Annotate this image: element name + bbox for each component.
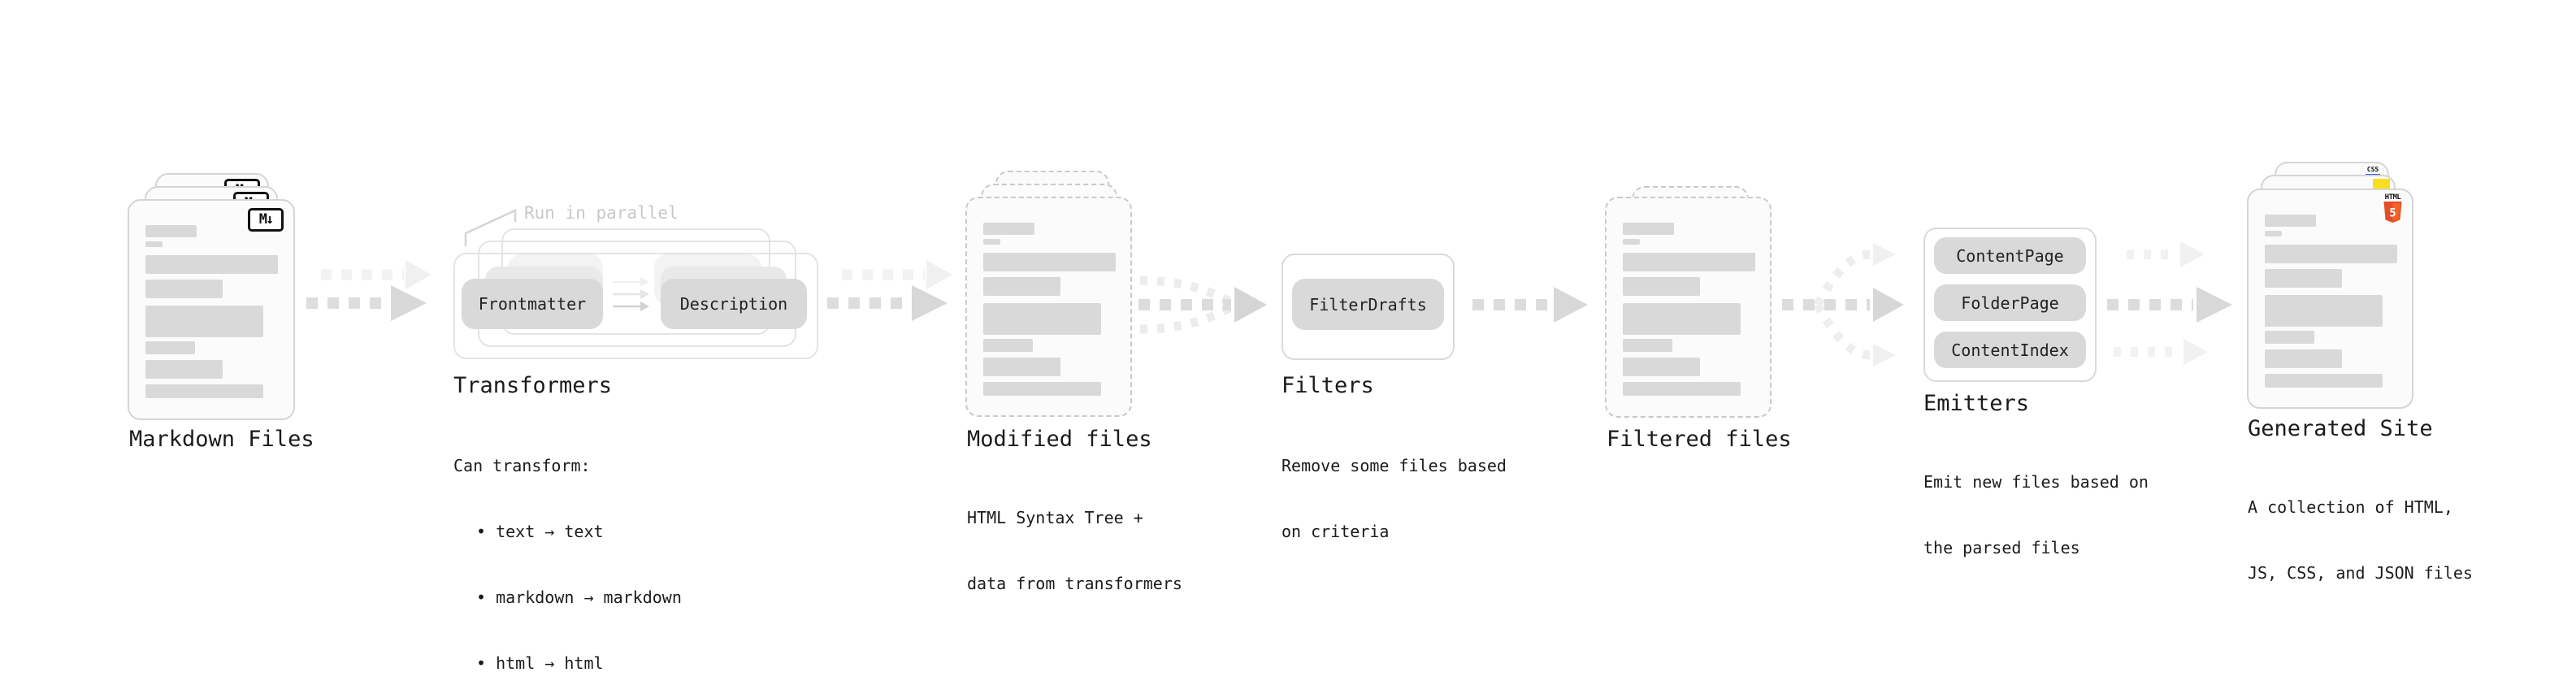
- can-transform-title: Can transform:: [453, 456, 591, 475]
- modified-file-card-front: [965, 197, 1132, 417]
- markdown-file-card-front: M↓: [128, 199, 295, 420]
- text-line-placeholder: [1623, 223, 1674, 235]
- text-line-placeholder: [1623, 358, 1700, 376]
- emitters-label: Emitters: [1923, 391, 2030, 416]
- text-line-placeholder: [1623, 382, 1741, 396]
- text-line-placeholder: [1623, 239, 1640, 245]
- text-line-placeholder: [145, 306, 263, 337]
- text-line-placeholder: [145, 360, 223, 379]
- text-line-placeholder: [1623, 253, 1755, 271]
- text-line-placeholder: [983, 358, 1060, 376]
- text-line-placeholder: [2265, 349, 2342, 368]
- arrows-emitters-to-generated: [2107, 241, 2232, 365]
- description-line: A collection of HTML,: [2248, 497, 2453, 517]
- text-line-placeholder: [983, 223, 1034, 235]
- text-line-placeholder: [2265, 331, 2314, 344]
- emitters-description: Emit new files based on the parsed files: [1923, 427, 2149, 603]
- text-line-placeholder: [2265, 269, 2342, 288]
- text-line-placeholder: [2265, 295, 2383, 327]
- description-line: HTML Syntax Tree +: [967, 508, 1143, 527]
- text-line-placeholder: [145, 255, 278, 274]
- bullet-item: • markdown → markdown: [476, 588, 682, 607]
- filtered-file-card-front: [1605, 197, 1772, 418]
- text-line-placeholder: [2265, 215, 2316, 227]
- contentindex-pill: ContentIndex: [1934, 332, 2086, 368]
- markdown-icon: M↓: [248, 208, 284, 232]
- description-line: on criteria: [1281, 522, 1390, 541]
- bullet-item: • text → text: [476, 522, 604, 541]
- arrow-markdown-to-transformers: [306, 260, 432, 321]
- transformers-description: Can transform: • text → text • markdown …: [453, 411, 682, 681]
- text-line-placeholder: [983, 303, 1101, 335]
- arrow-filters-to-filtered: [1472, 287, 1588, 323]
- description-line: data from transformers: [967, 574, 1182, 593]
- html5-icon: HTML 5: [2383, 194, 2402, 223]
- modified-files-label: Modified files: [967, 427, 1152, 452]
- text-line-placeholder: [145, 241, 163, 247]
- contentpage-pill: ContentPage: [1934, 237, 2086, 274]
- text-line-placeholder: [2265, 245, 2397, 263]
- description-line: Remove some files based: [1281, 456, 1507, 475]
- bullet-item: • html → html: [476, 653, 604, 673]
- filtered-files-label: Filtered files: [1607, 427, 1792, 452]
- description-line: JS, CSS, and JSON files: [2248, 563, 2473, 583]
- text-line-placeholder: [983, 239, 1000, 245]
- generated-site-description: A collection of HTML, JS, CSS, and JSON …: [2248, 453, 2473, 628]
- javascript-icon: [2373, 179, 2390, 189]
- modified-files-description: HTML Syntax Tree + data from transformer…: [967, 463, 1182, 639]
- folderpage-pill: FolderPage: [1934, 284, 2086, 321]
- svg-text:5: 5: [2389, 207, 2396, 220]
- text-line-placeholder: [145, 225, 197, 237]
- text-line-placeholder: [145, 384, 263, 398]
- text-line-placeholder: [145, 280, 223, 298]
- text-line-placeholder: [145, 341, 195, 354]
- html5-shield: 5: [2383, 202, 2402, 223]
- text-line-placeholder: [1623, 277, 1700, 296]
- text-line-placeholder: [2265, 374, 2383, 388]
- annotation-leader-line: [464, 209, 517, 246]
- text-line-placeholder: [983, 339, 1033, 352]
- parallel-flow-arrows: [613, 277, 649, 311]
- filters-description: Remove some files based on criteria: [1281, 411, 1507, 587]
- html-file-card: HTML 5: [2247, 189, 2413, 409]
- generated-site-label: Generated Site: [2248, 416, 2433, 441]
- filters-label: Filters: [1281, 373, 1374, 398]
- text-line-placeholder: [1623, 303, 1741, 335]
- text-line-placeholder: [983, 253, 1116, 271]
- text-line-placeholder: [1623, 339, 1672, 352]
- arrow-transformers-to-modified: [827, 260, 952, 321]
- text-line-placeholder: [983, 382, 1101, 396]
- transformers-label: Transformers: [453, 373, 613, 398]
- description-line: Emit new files based on: [1923, 472, 2149, 492]
- text-line-placeholder: [2265, 231, 2282, 236]
- markdown-files-label: Markdown Files: [129, 427, 314, 452]
- transformer-container-front: [453, 253, 818, 359]
- arrow-modified-to-filters: [1138, 275, 1267, 334]
- filterdrafts-pill: FilterDrafts: [1292, 279, 1444, 330]
- text-line-placeholder: [983, 277, 1060, 296]
- frontmatter-pill: Frontmatter: [462, 279, 603, 329]
- arrow-filtered-to-emitters: [1782, 243, 1904, 367]
- run-in-parallel-note: Run in parallel: [524, 203, 679, 223]
- description-line: the parsed files: [1923, 538, 2080, 557]
- description-pill: Description: [661, 279, 807, 329]
